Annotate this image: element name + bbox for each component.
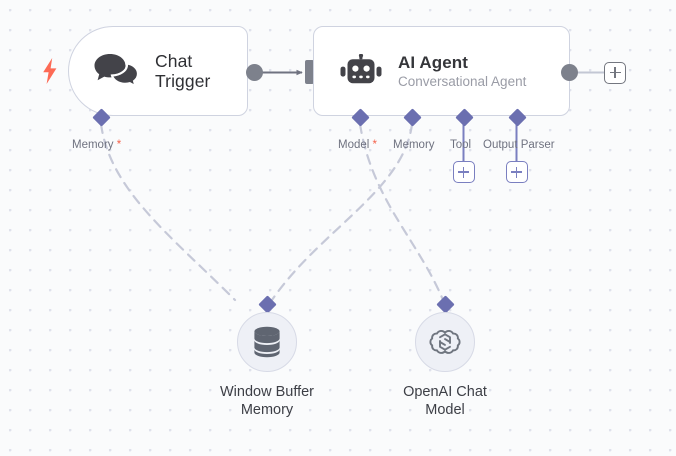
add-output-parser-button[interactable] [505,161,528,183]
subnode-window-buffer-memory-label: Window Buffer Memory [219,384,315,418]
required-asterisk: * [369,139,377,151]
subnode-circle[interactable] [237,312,297,372]
plus-vertical-bar [462,166,465,178]
port-label-text: Memory [72,139,114,151]
robot-icon [340,54,382,88]
subnode-openai-chat-model[interactable]: OpenAI Chat Model [380,312,510,419]
plus-vertical-bar [614,67,616,78]
node-ai-agent[interactable]: AI Agent Conversational Agent [313,26,570,116]
openai-chat-model-input-diamond[interactable] [436,295,455,314]
port-label-text: Model [338,139,370,151]
node-chat-trigger-text: Chat Trigger [155,51,210,92]
ai-agent-tool-port-label: Tool [450,139,472,151]
openai-logo-icon [429,330,461,354]
subnode-openai-chat-model-label: OpenAI Chat Model [403,384,487,418]
window-buffer-memory-input-diamond[interactable] [258,295,277,314]
required-asterisk: * [113,139,122,151]
add-tool-button[interactable] [452,161,475,183]
lightning-bolt-icon [43,58,57,84]
ai-agent-memory-port-label: Memory [393,139,435,151]
add-next-node-button[interactable] [604,61,626,84]
chat-bubbles-icon [93,52,139,90]
node-ai-agent-title: AI Agent [398,52,469,72]
ai-agent-input-port[interactable] [305,60,314,84]
plus-vertical-bar [515,166,518,178]
node-chat-trigger[interactable]: Chat Trigger [68,26,248,116]
ai-agent-output-parser-port-label: Output Parser [483,139,555,151]
chat-trigger-memory-port-label: Memory * [72,139,121,151]
node-ai-agent-text: AI Agent Conversational Agent [398,53,526,89]
subnode-window-buffer-memory[interactable]: Window Buffer Memory [202,312,332,419]
ai-agent-model-port-label: Model * [338,139,377,151]
database-icon [254,326,280,358]
subnode-circle[interactable] [415,312,475,372]
node-ai-agent-subtitle: Conversational Agent [398,73,527,89]
node-chat-trigger-title: Chat Trigger [155,50,211,91]
chat-trigger-output-port[interactable] [246,64,263,81]
ai-agent-output-port[interactable] [561,64,578,81]
